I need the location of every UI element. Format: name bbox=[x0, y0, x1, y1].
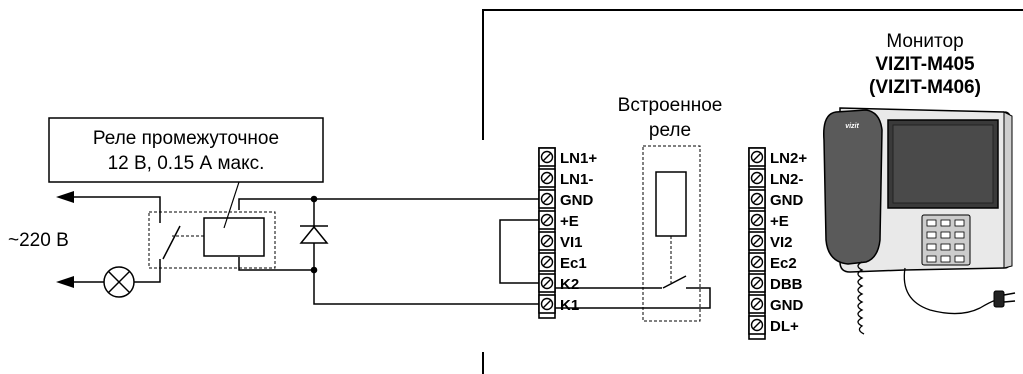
mains-wire-top bbox=[72, 196, 161, 223]
screw-terminal-icon bbox=[748, 294, 766, 314]
monitor-screen bbox=[892, 124, 994, 204]
power-plug-icon bbox=[993, 290, 1016, 308]
brand-logo: vizit bbox=[845, 123, 859, 130]
terminal-label: Ec2 bbox=[770, 255, 797, 272]
terminal-label: GND bbox=[770, 297, 804, 314]
intermediate-relay-label-line2: 12 В, 0.15 А макс. bbox=[108, 153, 265, 174]
relay-coil-icon bbox=[655, 171, 687, 237]
screw-terminal-icon bbox=[748, 252, 766, 272]
arrow-left-icon bbox=[56, 191, 74, 203]
diode-icon bbox=[299, 225, 329, 244]
terminal-label: VI2 bbox=[770, 234, 793, 251]
power-cord bbox=[903, 267, 997, 315]
screw-terminal-icon bbox=[538, 252, 556, 272]
switch-contact-icon bbox=[162, 225, 181, 260]
screw-terminal-icon bbox=[748, 147, 766, 167]
terminal-label: LN2- bbox=[770, 171, 803, 188]
screw-terminal-icon bbox=[748, 315, 766, 335]
terminal-label: GND bbox=[560, 192, 594, 209]
coil-return-wire bbox=[238, 257, 314, 271]
terminal-label: LN1+ bbox=[560, 150, 597, 167]
screw-terminal-icon bbox=[748, 189, 766, 209]
terminal-label: +E bbox=[770, 213, 789, 230]
monitor-model: VIZIT-M405 bbox=[875, 54, 975, 75]
label-leader-line bbox=[223, 181, 240, 229]
monitor-keypad bbox=[921, 214, 971, 266]
handset-cord bbox=[857, 261, 865, 335]
gnd-wire bbox=[238, 198, 539, 210]
screw-terminal-icon bbox=[538, 231, 556, 251]
intermediate-relay-label-line1: Реле промежуточное bbox=[93, 128, 279, 149]
screw-terminal-icon bbox=[538, 294, 556, 314]
terminal-label: K1 bbox=[560, 297, 579, 314]
lamp-icon bbox=[103, 266, 135, 298]
junction-dot bbox=[310, 266, 318, 274]
screw-terminal-icon bbox=[538, 189, 556, 209]
relay-coil-icon bbox=[203, 217, 265, 257]
mains-wire-bottom bbox=[72, 259, 161, 283]
screw-terminal-icon bbox=[748, 231, 766, 251]
arrow-left-icon bbox=[56, 276, 74, 288]
monitor-enclosure-boundary bbox=[482, 9, 1023, 374]
screw-terminal-icon bbox=[748, 273, 766, 293]
intermediate-relay-box bbox=[148, 211, 276, 269]
builtin-relay-label-line2: реле bbox=[649, 120, 691, 141]
terminal-block-right bbox=[748, 147, 766, 340]
switch-contact-icon bbox=[662, 275, 687, 289]
screw-terminal-icon bbox=[538, 273, 556, 293]
intermediate-relay-label-box bbox=[48, 117, 324, 183]
terminal-label: VI1 bbox=[560, 234, 583, 251]
screw-terminal-icon bbox=[538, 168, 556, 188]
builtin-relay-label-line1: Встроенное bbox=[618, 95, 723, 116]
screw-terminal-icon bbox=[748, 210, 766, 230]
terminal-label: Ec1 bbox=[560, 255, 587, 272]
mains-voltage-label: ~220 В bbox=[8, 230, 69, 251]
monitor-label: Монитор bbox=[886, 31, 963, 52]
junction-dot bbox=[310, 195, 318, 203]
terminal-block-left bbox=[538, 147, 556, 319]
relay-return-wire bbox=[555, 287, 711, 309]
screw-terminal-icon bbox=[538, 147, 556, 167]
screw-terminal-icon bbox=[748, 168, 766, 188]
builtin-relay-box bbox=[642, 145, 701, 322]
terminal-label: GND bbox=[770, 192, 804, 209]
monitor-model-alt: (VIZIT-M406) bbox=[869, 77, 981, 98]
terminal-label: DL+ bbox=[770, 318, 799, 335]
k1-wire bbox=[313, 199, 539, 305]
monitor-device: vizit bbox=[823, 107, 1016, 335]
handset-icon bbox=[823, 109, 883, 265]
terminal-label: LN2+ bbox=[770, 150, 807, 167]
terminal-label: +E bbox=[560, 213, 579, 230]
terminal-label: LN1- bbox=[560, 171, 593, 188]
screw-terminal-icon bbox=[538, 210, 556, 230]
terminal-label: DBB bbox=[770, 276, 803, 293]
terminal-label: K2 bbox=[560, 276, 579, 293]
jumper-wire bbox=[499, 219, 539, 284]
